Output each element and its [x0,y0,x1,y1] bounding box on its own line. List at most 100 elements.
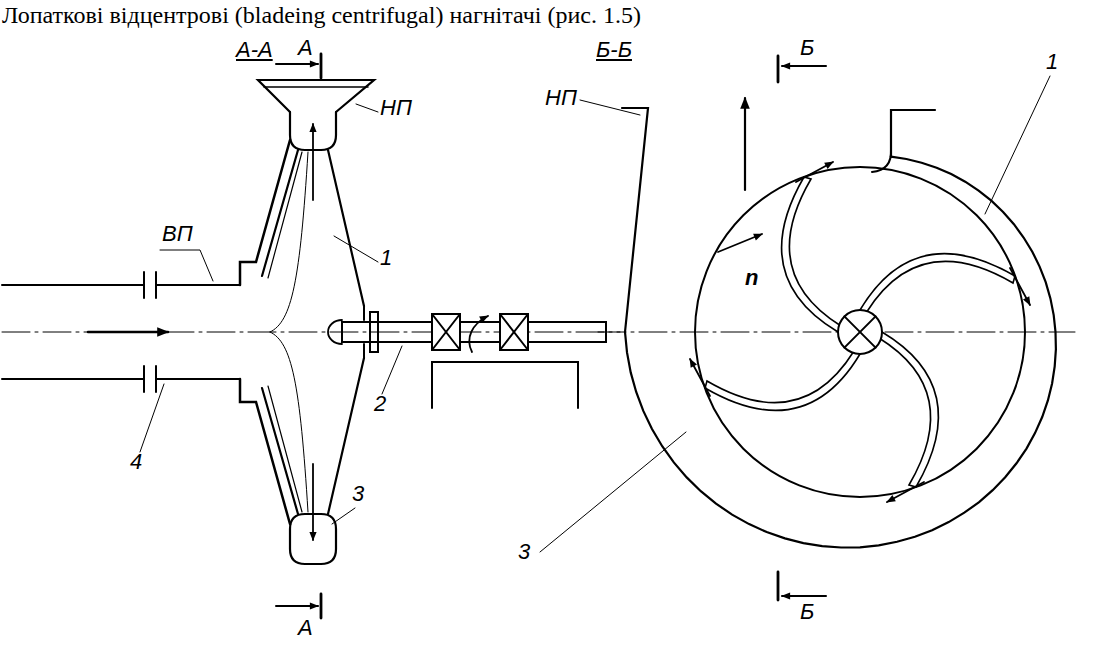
impeller-section [328,150,364,306]
impeller-section [262,150,364,514]
leader-line [356,104,378,112]
callout-number: 4 [130,450,142,474]
callout-number: 2 [374,392,386,416]
section-mark [782,65,826,67]
inlet-pipe [155,366,157,392]
inlet-pipe [2,272,240,392]
section-mark [777,572,780,600]
impeller-section [270,332,308,512]
section-letter: А [298,36,313,60]
leader-line [160,250,213,281]
impeller-section [328,320,342,344]
hub [844,316,875,347]
front-view [540,56,1075,600]
bearing-symbol [432,314,460,350]
flow-arrow [887,482,924,502]
rotation-arrow [469,316,488,352]
flow-arrow [88,331,168,334]
bearing-symbol [432,314,460,350]
impeller-blade [879,332,938,487]
volute-section [258,80,374,112]
leader-line [332,508,355,524]
impeller-section [270,152,308,332]
impeller-blade [705,177,1015,487]
bearing-symbol [500,314,528,350]
inlet-pipe [156,284,240,286]
hub [838,310,882,354]
shaft [370,312,378,352]
inlet-pipe [156,378,240,380]
impeller-section [262,150,298,276]
inlet-pipe [143,366,145,392]
rotation-label: n [745,266,758,290]
flow-arrow [312,464,314,540]
volute-section [264,86,368,88]
section-mark [276,605,318,607]
volute-section [258,80,374,564]
section-letter: А [298,616,313,640]
impeller-blade [860,254,1015,313]
flow-arrow [796,162,833,182]
flow-arrow [690,162,1030,502]
impeller-section [268,152,302,278]
flow-arrow [1010,268,1030,305]
impeller-blade [782,177,841,332]
impeller-blade [705,351,860,410]
volute-casing [891,110,935,157]
impeller-section [363,344,365,358]
impeller-section [262,388,298,514]
impeller-blade [879,332,938,487]
flow-arrow [887,482,924,502]
leader-line [334,236,378,262]
bearing-symbol [500,314,528,350]
inlet-pipe [2,284,144,286]
section-mark [320,594,323,618]
impeller-rim [695,167,1025,497]
part-label: НП [380,96,412,120]
callout-number: 3 [518,540,530,564]
part-label: НП [545,86,577,110]
volute-casing [622,108,648,332]
section-label: А-А [236,38,273,62]
section-mark [320,54,323,78]
flow-arrow [796,162,833,182]
section-mark [276,63,318,65]
section-label: Б-Б [596,38,632,62]
shaft [342,312,606,352]
section-letter: Б [800,36,814,60]
hub [838,310,882,354]
inlet-pipe [2,378,144,380]
bearing-symbol [500,314,528,350]
section-letter: Б [800,600,814,624]
leader-line [580,100,640,115]
callout-number: 1 [1046,50,1058,74]
impeller-blade [860,254,1015,313]
inlet-pipe [143,272,145,298]
impeller-section [268,386,302,512]
leader-line [140,104,402,524]
bearing-symbol [432,314,460,350]
hub [844,316,875,347]
flow-arrow [312,124,314,200]
impeller-section [328,358,364,514]
callout-number: 3 [352,482,364,506]
section-mark [778,56,826,600]
volute-casing [625,157,1056,548]
section-mark [782,595,826,597]
support-frame [432,362,578,408]
flow-arrow [718,234,762,252]
impeller-section [363,306,365,320]
leader-line [382,346,402,394]
outlet-arrow [744,98,746,190]
impeller-blade [705,351,860,410]
section-mark [276,54,321,618]
flow-arrow [690,359,710,396]
callout-number: 1 [380,246,392,270]
section-view [2,54,620,618]
section-mark [777,56,780,82]
leader-line [140,384,164,452]
flow-arrow [690,359,710,396]
part-label: ВП [162,222,193,246]
leader-line [540,76,1050,552]
